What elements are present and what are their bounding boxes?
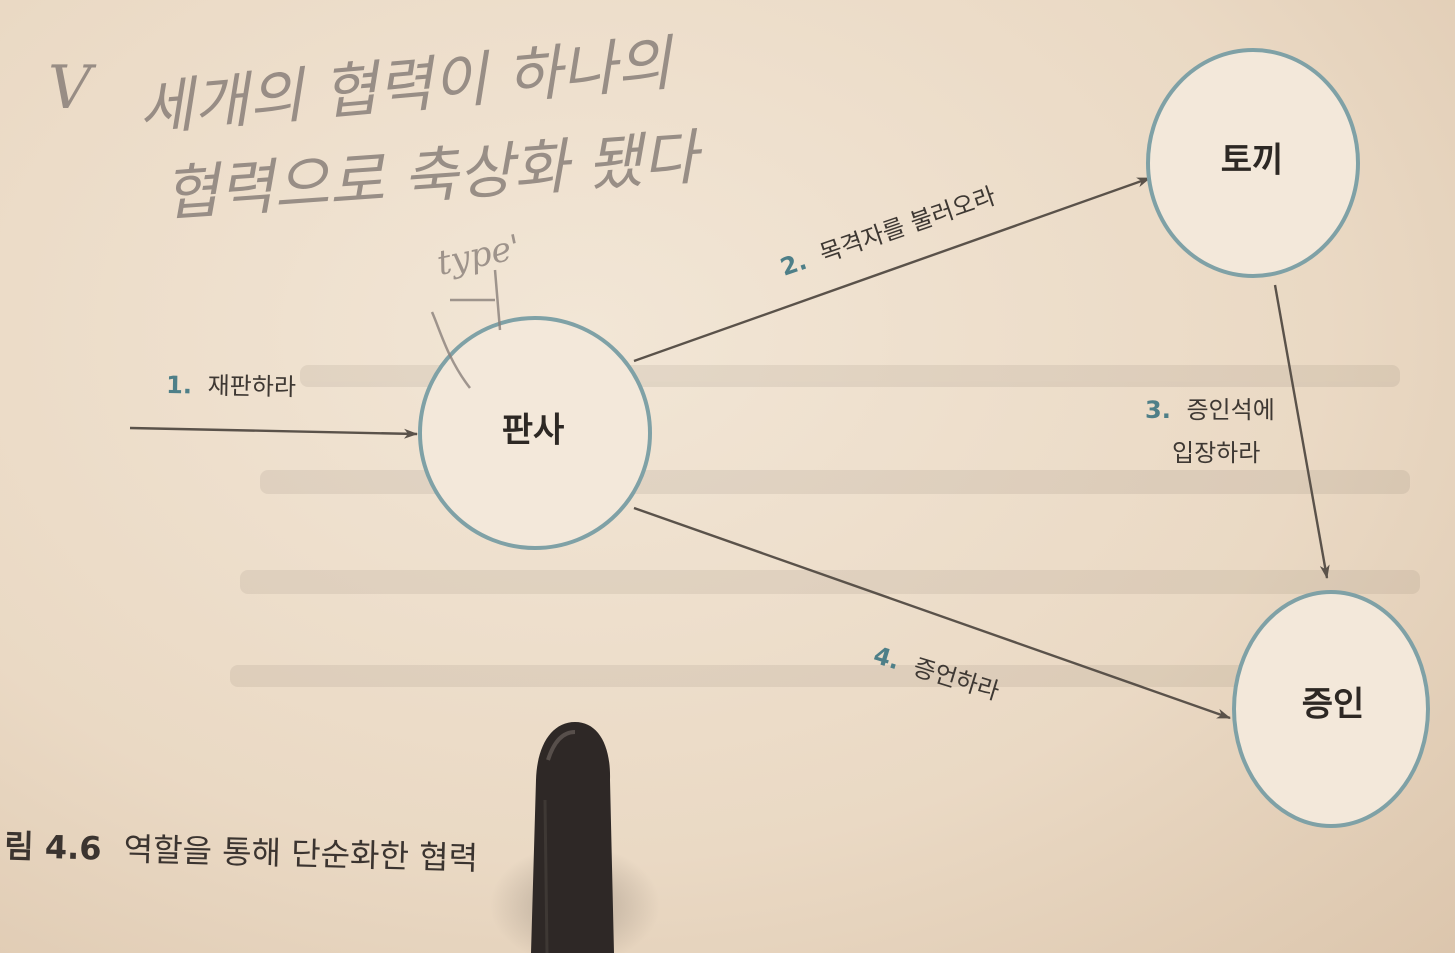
edge-4-arrow: [633, 506, 1231, 720]
edge-2-arrow: [633, 176, 1151, 363]
edge-3-label-line1: 3. 증인석에: [1145, 396, 1275, 424]
pen-tip: [490, 722, 660, 953]
node-witness: 증인: [1232, 590, 1430, 828]
handwritten-check: V: [48, 53, 97, 123]
handwritten-line-2: 협력으로 축상화 됐다: [161, 122, 705, 230]
node-judge-label: 판사: [502, 411, 565, 451]
handwritten-note: type': [434, 227, 525, 284]
figure-caption-number: 림 4.6: [4, 827, 102, 868]
edge-3-label-line2: 입장하라: [1172, 439, 1260, 467]
edge-3-number: 3.: [1145, 396, 1171, 424]
node-judge: 판사: [418, 316, 652, 550]
handwritten-notes: V 세개의 협력이 하나의 협력으로 축상화 됐다 type': [48, 28, 705, 389]
node-rabbit: 토끼: [1146, 48, 1360, 278]
edge-1-label: 1. 재판하라: [166, 371, 296, 401]
edge-1-text: 재판하라: [207, 372, 296, 402]
figure-caption-text: 역할을 통해 단순화한 협력: [123, 830, 478, 877]
edge-3-arrow: [1273, 284, 1330, 579]
edge-4-text: 증언하라: [910, 653, 1003, 706]
edge-2-text: 목격자를 불러오라: [816, 182, 999, 268]
figure-caption: 림 4.6 역할을 통해 단순화한 협력: [4, 827, 479, 877]
handwritten-bracket: [430, 269, 502, 389]
edges: [129, 176, 1330, 720]
node-witness-label: 증인: [1302, 685, 1365, 725]
edge-2-label: 2. 목격자를 불러오라: [777, 182, 1000, 282]
edge-1-number: 1.: [166, 371, 192, 399]
node-judge-circle: [418, 316, 652, 550]
handwritten-line-1: 세개의 협력이 하나의: [135, 28, 679, 145]
node-rabbit-label: 토끼: [1221, 141, 1284, 181]
node-witness-circle: [1232, 590, 1430, 828]
edge-4-label: 4. 증언하라: [870, 641, 1002, 706]
edge-2-number: 2.: [777, 247, 811, 282]
edge-3-text-line1: 증인석에: [1186, 396, 1274, 424]
edge-1-arrow: [129, 426, 418, 439]
node-rabbit-circle: [1146, 48, 1360, 278]
